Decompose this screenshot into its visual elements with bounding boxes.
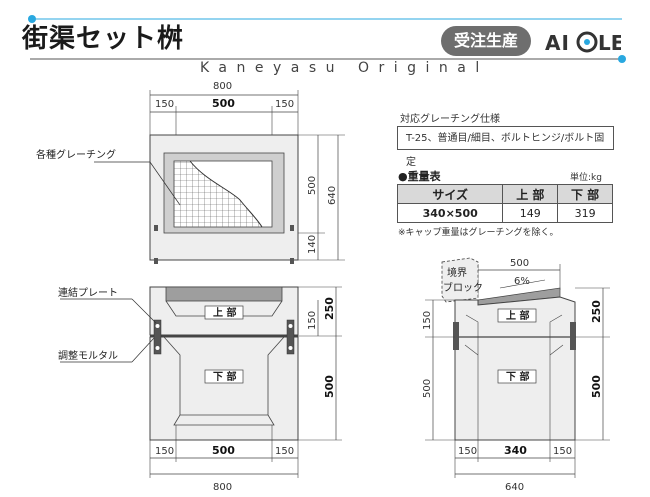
side-dim-top: 500 xyxy=(510,258,529,269)
top-dim-v640: 640 xyxy=(327,186,338,205)
spec-label: 対応グレーチング仕様 xyxy=(400,114,500,125)
front-dim-v250: 250 xyxy=(323,297,336,320)
top-dim-v500: 500 xyxy=(307,176,318,195)
side-dim-left: 150 xyxy=(458,446,477,457)
svg-text:AI: AI xyxy=(545,31,570,55)
side-dim-v500-left: 500 xyxy=(422,379,433,398)
row-lower: 319 xyxy=(557,203,613,223)
weight-table: サイズ 上 部 下 部 340×500 149 319 xyxy=(396,184,613,223)
header-lower: 下 部 xyxy=(557,184,613,204)
side-dim-v500-right: 500 xyxy=(590,375,603,398)
side-lower-label: 下 部 xyxy=(506,370,529,383)
front-dim-center: 500 xyxy=(212,444,235,457)
side-upper-label: 上 部 xyxy=(506,309,529,322)
accent-dot-right xyxy=(618,55,626,63)
front-dim-v150: 150 xyxy=(307,311,318,330)
boundary-label-2: ブロック xyxy=(443,281,483,294)
top-view: 各種グレーチング 800 150 500 150 500 640 140 xyxy=(36,81,345,264)
weight-note: ※キャップ重量はグレーチングを除く。 xyxy=(398,228,559,238)
header-upper: 上 部 xyxy=(502,184,559,204)
front-dim-v500: 500 xyxy=(323,375,336,398)
side-slope: 6% xyxy=(514,276,530,287)
row-size: 340×500 xyxy=(396,203,504,223)
front-dim-right: 150 xyxy=(275,446,294,457)
side-dim-right: 150 xyxy=(553,446,572,457)
front-dim-left: 150 xyxy=(155,446,174,457)
top-dim-right: 150 xyxy=(275,99,294,110)
grating-label: 各種グレーチング xyxy=(36,148,116,161)
side-dim-center: 340 xyxy=(504,444,527,457)
header-size: サイズ xyxy=(396,184,504,204)
boundary-label-1: 境界 xyxy=(447,266,467,279)
side-dim-v150: 150 xyxy=(422,311,433,330)
side-dim-v250: 250 xyxy=(590,300,603,323)
row-upper: 149 xyxy=(502,203,559,223)
side-view: 500 境界 ブロック 6% 上 部 下 部 150 500 xyxy=(422,257,610,493)
mortar-label: 調整モルタル xyxy=(58,349,118,362)
front-upper-label: 上 部 xyxy=(213,306,236,319)
plate-label: 連結プレート xyxy=(58,286,118,299)
svg-text:LE: LE xyxy=(598,31,621,55)
weight-table-title: ●重量表 xyxy=(398,170,441,183)
top-dim-total: 800 xyxy=(213,81,232,92)
brand-subtitle: Kaneyasu Original xyxy=(200,60,489,76)
accent-dot-left xyxy=(28,15,36,23)
weight-unit: 単位:kg xyxy=(570,173,602,183)
top-dim-center: 500 xyxy=(212,97,235,110)
front-view: 上 部 下 部 連結プレート 調整モルタル 150 250 500 150 50… xyxy=(58,286,342,493)
top-dim-left: 150 xyxy=(155,99,174,110)
page-title: 街渠セット桝 xyxy=(22,24,185,54)
made-to-order-badge: 受注生産 xyxy=(441,26,531,56)
aicle-logo: AI LE xyxy=(545,31,621,55)
front-dim-total: 800 xyxy=(213,482,232,493)
spec-value: T-25、普通目/細目、ボルトヒンジ/ボルト固定 xyxy=(397,126,614,168)
front-lower-label: 下 部 xyxy=(213,370,236,383)
top-dim-v140: 140 xyxy=(307,235,318,254)
side-dim-total: 640 xyxy=(505,482,524,493)
